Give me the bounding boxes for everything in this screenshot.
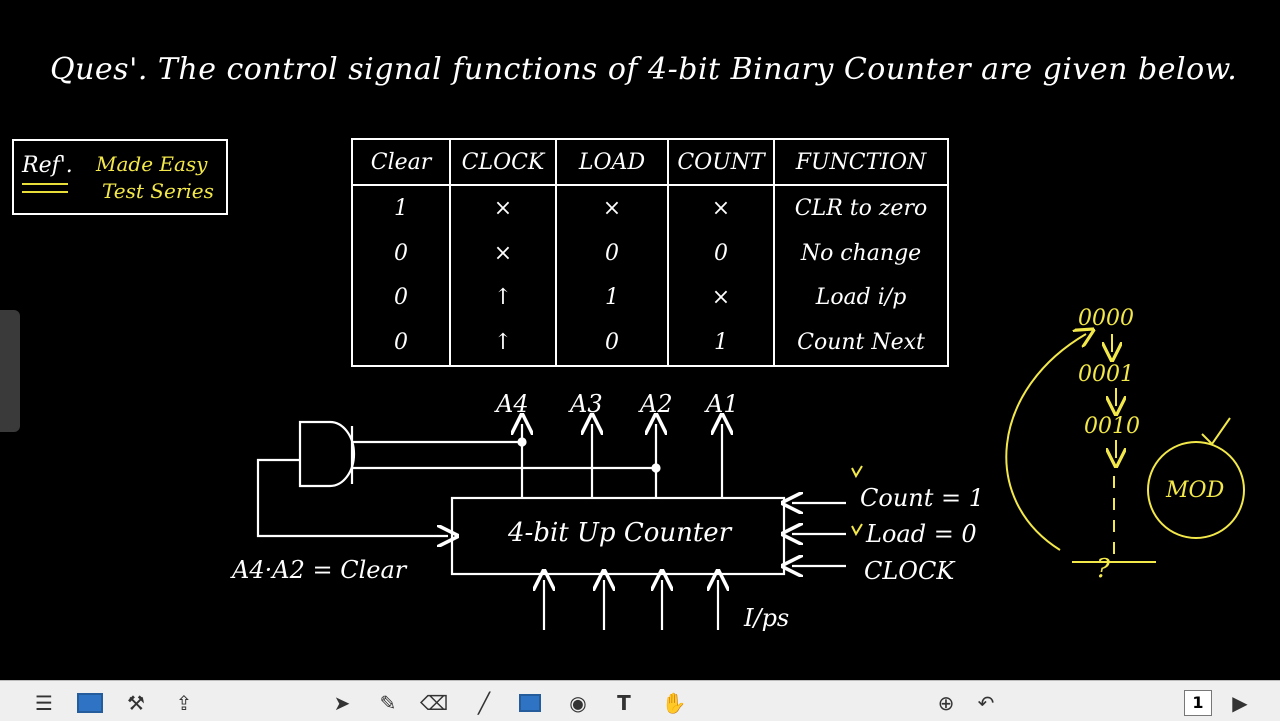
mod-circle: [1147, 441, 1245, 539]
header-load: LOAD: [555, 139, 669, 186]
table-cell: 0: [555, 230, 669, 276]
table-cell: 0: [351, 275, 451, 321]
reference-label: Ref'.: [22, 153, 73, 178]
page-number[interactable]: 1: [1184, 690, 1212, 716]
control-function-table: Clear CLOCK LOAD COUNT FUNCTION 1 × × × …: [351, 138, 949, 367]
wrap-around-arrow: [1005, 334, 1086, 551]
clock-input-label: CLOCK: [864, 557, 955, 585]
load-tick-mark: [851, 523, 863, 537]
eraser-icon[interactable]: ⌫: [419, 691, 449, 715]
text-icon[interactable]: T: [617, 691, 631, 715]
table-row: 0 ↑ 0 1 Count Next: [351, 320, 949, 366]
table-cell: Count Next: [773, 320, 949, 366]
bottom-toolbar: ☰ ⚒ ⇪ ➤ ✎ ⌫ ╱ ◉ T ✋ ⊕ ↶ 1 ▶: [0, 680, 1280, 721]
screen-icon[interactable]: [76, 689, 104, 717]
header-clock: CLOCK: [449, 139, 557, 186]
output-label-a4: A4: [496, 390, 529, 418]
junction-a2: [651, 463, 661, 473]
count-input-label: Count = 1: [860, 484, 985, 512]
counter-label: 4-bit Up Counter: [508, 518, 732, 548]
zoom-icon[interactable]: ⊕: [937, 691, 955, 715]
reference-source: Made Easy Test Series: [96, 151, 214, 205]
junction-a4: [517, 437, 527, 447]
clear-expression: A4·A2 = Clear: [232, 556, 407, 584]
table-row: 0 ↑ 1 × Load i/p: [351, 275, 949, 321]
table-cell: ×: [667, 185, 775, 231]
table-cell: Load i/p: [773, 275, 949, 321]
tools-icon[interactable]: ⚒: [127, 691, 145, 715]
count-tick-mark: [851, 465, 863, 479]
tick-mark: [1201, 417, 1231, 446]
table-cell: 1: [555, 275, 669, 321]
drawing-layer: [256, 0, 1245, 630]
rectangle-icon[interactable]: [516, 689, 544, 717]
side-panel-tab[interactable]: [0, 310, 20, 432]
table-cell: ×: [449, 185, 557, 231]
output-label-a2: A2: [640, 390, 673, 418]
reference-line-2: Test Series: [102, 179, 214, 203]
table-cell: CLR to zero: [773, 185, 949, 231]
shape-icon[interactable]: ◉: [569, 691, 587, 715]
mod-label: MOD: [1166, 478, 1225, 503]
question-text: Ques'. The control signal functions of 4…: [50, 52, 1238, 87]
circuit-drawing: [256, 420, 846, 630]
table-row: 0 × 0 0 No change: [351, 230, 949, 276]
reference-box: Ref'. Made Easy Test Series: [12, 139, 228, 215]
header-count: COUNT: [667, 139, 775, 186]
output-label-a3: A3: [570, 390, 603, 418]
table-cell: ↑: [449, 320, 557, 366]
header-clear: Clear: [351, 139, 451, 186]
share-icon[interactable]: ⇪: [175, 691, 193, 715]
pen-icon[interactable]: ╱: [477, 691, 491, 715]
sequence-drawing: [851, 334, 1245, 563]
inputs-label: I/ps: [744, 604, 790, 632]
table-cell: 0: [351, 320, 451, 366]
hand-icon[interactable]: ✋: [661, 691, 687, 715]
state-unknown: ?: [1096, 554, 1110, 584]
clear-feedback-wire: [256, 458, 448, 536]
table-header-row: Clear CLOCK LOAD COUNT FUNCTION: [351, 139, 949, 186]
pencil-icon[interactable]: ✎: [379, 691, 397, 715]
table-cell: ×: [667, 275, 775, 321]
table-row: 1 × × × CLR to zero: [351, 185, 949, 231]
table-cell: 1: [667, 320, 775, 366]
reference-line-1: Made Easy: [96, 152, 208, 176]
table-cell: No change: [773, 230, 949, 276]
table-cell: 0: [351, 230, 451, 276]
pointer-icon[interactable]: ➤: [333, 691, 351, 715]
and-gate: [298, 420, 356, 488]
table-cell: 1: [351, 185, 451, 231]
table-cell: ×: [449, 230, 557, 276]
state-0000: 0000: [1078, 306, 1134, 331]
reference-underline: [22, 183, 68, 193]
table-cell: 0: [667, 230, 775, 276]
state-0001: 0001: [1078, 362, 1134, 387]
menu-icon[interactable]: ☰: [35, 691, 53, 715]
undo-icon[interactable]: ↶: [977, 691, 995, 715]
state-0010: 0010: [1084, 414, 1140, 439]
next-icon[interactable]: ▶: [1232, 691, 1248, 715]
table-cell: ×: [555, 185, 669, 231]
header-function: FUNCTION: [773, 139, 949, 186]
output-label-a1: A1: [706, 390, 739, 418]
load-input-label: Load = 0: [866, 520, 977, 548]
table-cell: 0: [555, 320, 669, 366]
table-cell: ↑: [449, 275, 557, 321]
